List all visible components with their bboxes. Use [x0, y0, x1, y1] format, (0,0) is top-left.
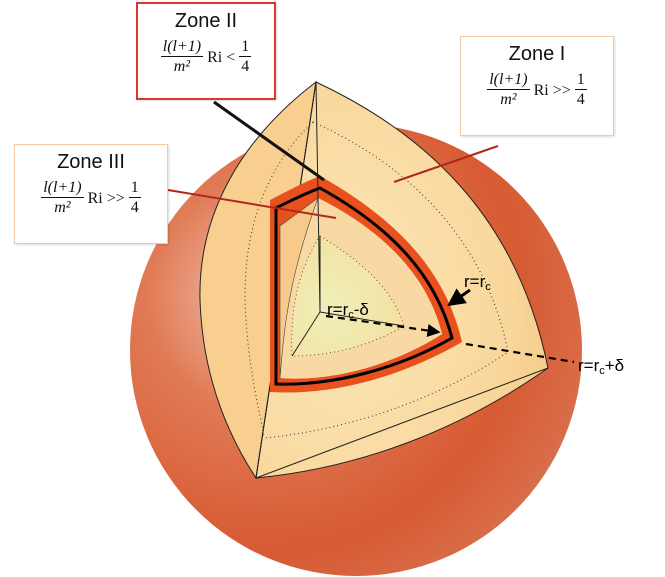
dotted-boundary-outer-left: [244, 121, 314, 439]
rc-minus-tail: -δ: [353, 300, 369, 319]
zone2-formula-relation: Ri <: [207, 48, 236, 66]
zone3-left-face: [279, 197, 319, 379]
rc-plus-sub: c: [599, 365, 605, 377]
radius-line-rc-plus-delta: [465, 342, 575, 364]
zone1-formula-rnum: 1: [574, 71, 587, 90]
rc-minus-base: r=r: [327, 300, 349, 319]
rc-minus-sub: c: [348, 309, 354, 321]
wedge-bottom-edge: [255, 367, 549, 479]
zone1-formula-rden: 4: [576, 91, 585, 108]
critical-surface: [274, 186, 454, 386]
zone3-formula-rnum: 1: [128, 179, 141, 198]
zone2-formula-rnum: 1: [239, 38, 252, 57]
radius-label-rc: r=rc: [464, 272, 491, 293]
radial-edges: [315, 81, 321, 313]
zone3-callout-line: [167, 189, 337, 219]
zone1-callout-line: [393, 145, 499, 183]
rc-plus-tail: +δ: [604, 356, 625, 375]
rc-sub: c: [485, 281, 491, 293]
zone2-title: Zone II: [174, 10, 238, 32]
zone1-formula-den: m²: [500, 91, 517, 108]
zone3-formula-num: l(l+1): [41, 179, 84, 198]
wedge-left-face: [199, 80, 317, 480]
zone1-formula-relation: Ri >>: [533, 81, 571, 99]
rc-plus-base: r=r: [578, 356, 600, 375]
zone3-formula-relation: Ri >>: [87, 189, 125, 207]
zone2-formula-num: l(l+1): [160, 38, 204, 57]
radius-line-rc-minus-delta: [325, 314, 441, 338]
zone3-title: Zone III: [57, 151, 125, 173]
zone2-formula-den: m²: [173, 58, 191, 75]
radius-label-rc-plus-delta: r=rc+δ: [578, 356, 624, 377]
rc-base: r=r: [464, 272, 486, 291]
zone3-formula-rden: 4: [130, 199, 139, 216]
zone2-callout-line: [213, 100, 325, 182]
zone3-formula-den: m²: [54, 199, 71, 216]
zone2-formula-rden: 4: [241, 58, 250, 75]
zone1-formula-num: l(l+1): [487, 71, 530, 90]
rc-arrow: [447, 288, 471, 307]
zone1-title: Zone I: [508, 43, 566, 65]
radius-label-rc-minus-delta: r=rc-δ: [327, 300, 369, 321]
